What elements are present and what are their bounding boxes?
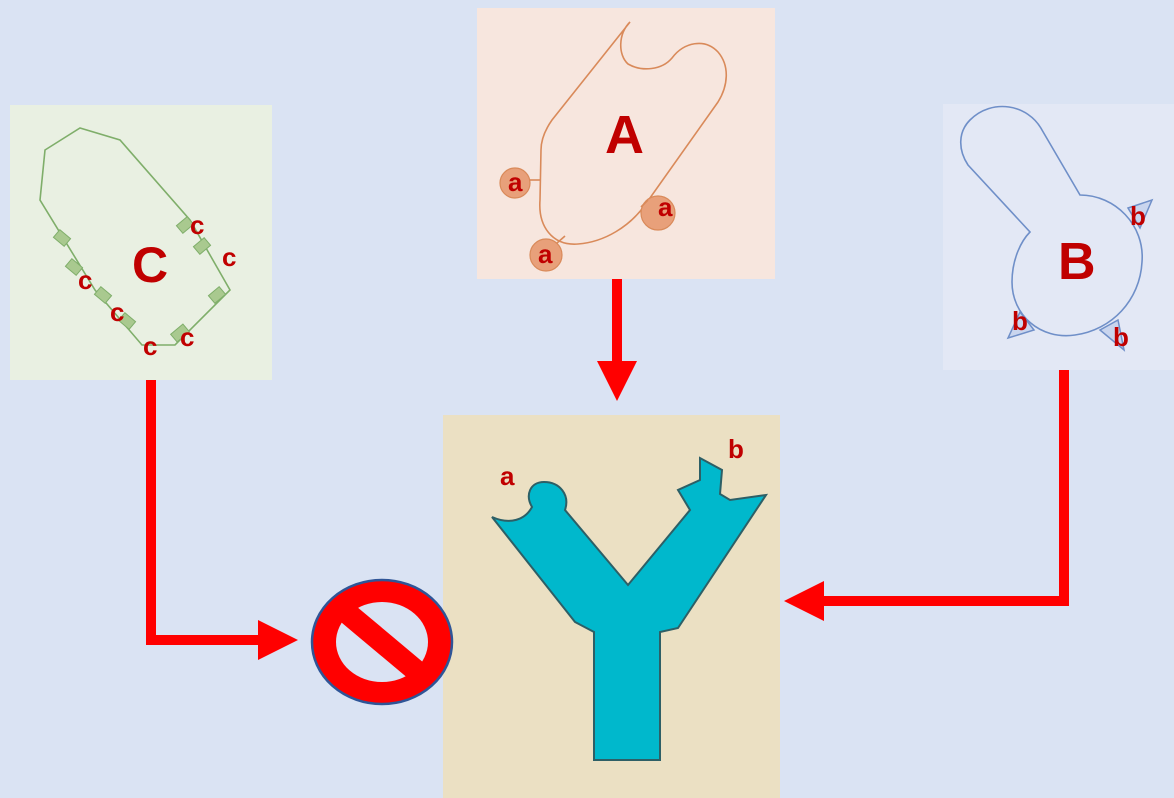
antigen-a-site [640, 195, 676, 231]
antigen-c-site [64, 257, 84, 277]
antigen-c-site-label: c [222, 242, 236, 272]
antigen-c-site [175, 215, 195, 235]
antigen-b-label: B [1058, 233, 1096, 291]
antigen-c-site [52, 228, 72, 248]
antigen-a-site-label: a [538, 239, 553, 269]
prohibit-sign-icon [310, 578, 454, 706]
antigen-a-site [499, 167, 531, 199]
antigen-c-site [93, 285, 113, 305]
antigen-b-site-label: b [1012, 306, 1028, 336]
antigen-c-binding-sites [52, 215, 227, 343]
antigen-b-background [943, 104, 1174, 370]
antibody-y-shape [491, 456, 769, 761]
antigen-c-site [169, 323, 191, 343]
antigen-c-site-label: c [143, 331, 157, 361]
antigen-c-site-label: c [78, 265, 92, 295]
antibody-site-a-label: a [500, 461, 515, 491]
antigen-c-site [117, 311, 137, 331]
antigen-a-binding-sites [499, 167, 676, 272]
antigen-b-site-label: b [1113, 322, 1129, 352]
antigen-a-shape [539, 21, 728, 245]
antigen-b-site [1098, 318, 1126, 352]
antigen-b-panel: B b b b [943, 104, 1174, 370]
arrow-c-to-blocked [146, 380, 298, 660]
antigen-a-panel: A a a a [477, 8, 775, 279]
antigen-c-label: C [132, 237, 168, 293]
antigen-c-background [10, 105, 272, 380]
antigen-c-site [207, 285, 227, 305]
antigen-c-site-label: c [110, 297, 124, 327]
antigen-c-site-label: c [180, 322, 194, 352]
antigen-a-site [529, 238, 563, 272]
antigen-b-shape [959, 105, 1143, 337]
arrow-b-to-antibody [784, 370, 1069, 621]
antigen-a-label: A [605, 105, 644, 165]
antigen-c-shape [39, 127, 231, 346]
antibody-site-b-label: b [728, 434, 744, 464]
antigen-a-site-label: a [508, 167, 523, 197]
arrows [146, 279, 1069, 660]
antigen-c-panel: C c c c c c c [10, 105, 272, 380]
antigen-c-site [192, 236, 212, 256]
antigen-b-binding-sites [1006, 198, 1154, 352]
antigen-b-site-label: b [1130, 201, 1146, 231]
antigen-b-site [1006, 310, 1036, 340]
antigen-c-site-label: c [190, 210, 204, 240]
antibody-panel: a b [443, 415, 780, 798]
antigen-a-site-label: a [658, 192, 673, 222]
antigen-a-background [477, 8, 775, 279]
antigen-b-site [1126, 198, 1154, 230]
